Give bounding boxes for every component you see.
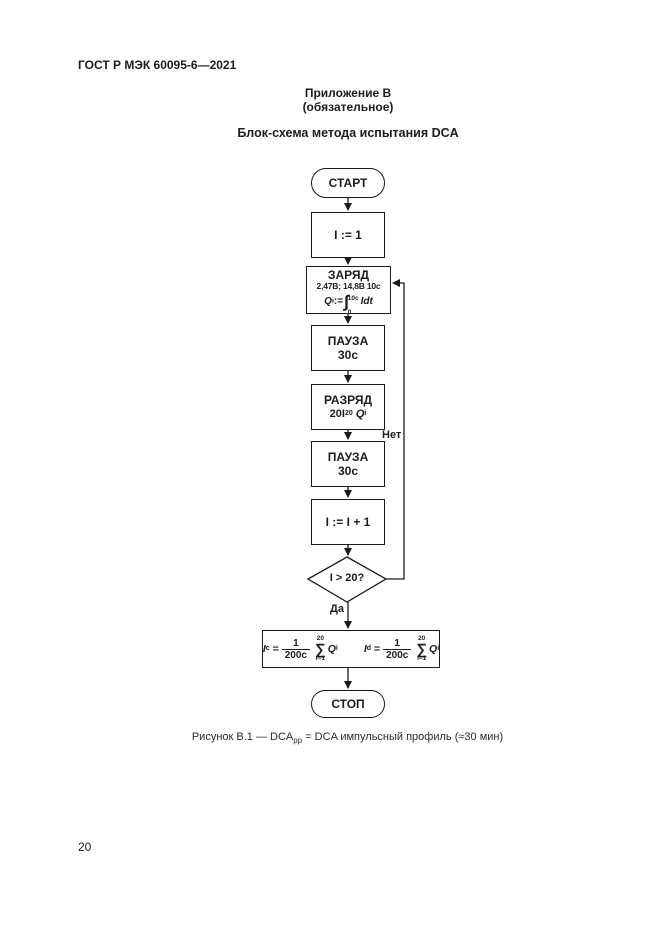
fraction-denominator: 200с bbox=[281, 648, 310, 661]
figure-title: Блок-схема метода испытания DCA bbox=[237, 126, 459, 140]
discharge-title: РАЗРЯД bbox=[323, 393, 372, 407]
lhs-subscript: d bbox=[366, 645, 372, 652]
increment-label: I := I + 1 bbox=[325, 515, 371, 529]
lhs-symbol: I bbox=[262, 643, 266, 655]
integral-sign: ∫ bbox=[344, 291, 349, 311]
pause2-duration: 30с bbox=[337, 464, 359, 478]
fraction-numerator: 1 bbox=[293, 637, 299, 649]
start-node: СТАРТ bbox=[311, 168, 385, 198]
fraction-numerator: 1 bbox=[394, 637, 400, 649]
discharge-quantity: Q bbox=[355, 408, 365, 420]
integral-lower-limit: 0 bbox=[347, 308, 352, 316]
q-subscript: i bbox=[331, 297, 334, 305]
pause2-title: ПАУЗА bbox=[327, 450, 369, 464]
loop-no-connector bbox=[386, 279, 405, 580]
pause1-duration: 30с bbox=[337, 348, 359, 362]
decision-diamond bbox=[306, 556, 388, 603]
sum-term-sub: i bbox=[335, 645, 338, 652]
sum-term-sub: i bbox=[437, 645, 440, 652]
integral-group: ∫10с 0 bbox=[344, 291, 360, 316]
stop-node: СТОП bbox=[311, 690, 385, 718]
init-label: I := 1 bbox=[334, 228, 362, 242]
annex-title: Приложение В bbox=[304, 86, 392, 100]
start-label: СТАРТ bbox=[328, 176, 368, 190]
equals-sign: = bbox=[272, 643, 279, 655]
summation: 20∑i=1 bbox=[314, 635, 326, 662]
caption-prefix: Рисунок В.1 — DCA bbox=[191, 731, 294, 743]
pause1-node: ПАУЗА 30с bbox=[311, 325, 385, 371]
caption-subscript: pp bbox=[293, 736, 303, 746]
page-number: 20 bbox=[78, 840, 92, 854]
caption-suffix: = DCA импульсный профиль (≈30 мин) bbox=[302, 731, 504, 743]
sum-lower-limit: i=1 bbox=[315, 654, 325, 662]
branch-no-label: Нет bbox=[382, 429, 402, 441]
equals-sign: = bbox=[373, 643, 381, 655]
summation: 20∑i=1 bbox=[416, 635, 428, 662]
pause1-title: ПАУЗА bbox=[327, 334, 369, 348]
sum-lower-limit: i=1 bbox=[417, 654, 427, 662]
annex-subtitle: (обязательное) bbox=[302, 100, 394, 114]
sum-upper-limit: 20 bbox=[418, 635, 426, 642]
integrand: Idt bbox=[360, 295, 373, 307]
sum-term: Q bbox=[327, 643, 336, 655]
q-symbol: Q bbox=[324, 295, 332, 307]
increment-node: I := I + 1 bbox=[311, 499, 385, 545]
assign-operator: := bbox=[333, 295, 344, 307]
sum-upper-limit: 20 bbox=[316, 635, 324, 642]
sum-term: Q bbox=[429, 643, 438, 655]
charge-params: 2,47В; 14,8В 10с bbox=[316, 280, 381, 291]
standard-number-header: ГОСТ Р МЭК 60095-6—2021 bbox=[78, 58, 237, 72]
stop-label: СТОП bbox=[331, 697, 365, 711]
decision-label: I > 20? bbox=[329, 572, 365, 584]
discharge-quantity-sub: i bbox=[364, 410, 367, 417]
lhs-symbol: I bbox=[363, 643, 367, 655]
fraction-denominator: 200с bbox=[383, 648, 412, 661]
integral-upper-limit: 10с bbox=[347, 294, 359, 302]
init-node: I := 1 bbox=[311, 212, 385, 258]
integral-limits: 10с 0 bbox=[347, 292, 359, 316]
sigma-sign: ∑ bbox=[416, 640, 428, 658]
discharge-current: 20I bbox=[329, 408, 345, 420]
sigma-sign: ∑ bbox=[314, 640, 326, 658]
charge-title: ЗАРЯД bbox=[327, 267, 370, 282]
lhs-subscript: c bbox=[265, 645, 270, 652]
pause2-node: ПАУЗА 30с bbox=[311, 441, 385, 487]
branch-yes-label: Да bbox=[330, 603, 344, 615]
annex-heading: Приложение В (обязательное) bbox=[38, 86, 658, 114]
discharge-current-sub: 20 bbox=[344, 410, 353, 417]
figure-caption: Рисунок В.1 — DCApp = DCA импульсный про… bbox=[20, 731, 661, 745]
